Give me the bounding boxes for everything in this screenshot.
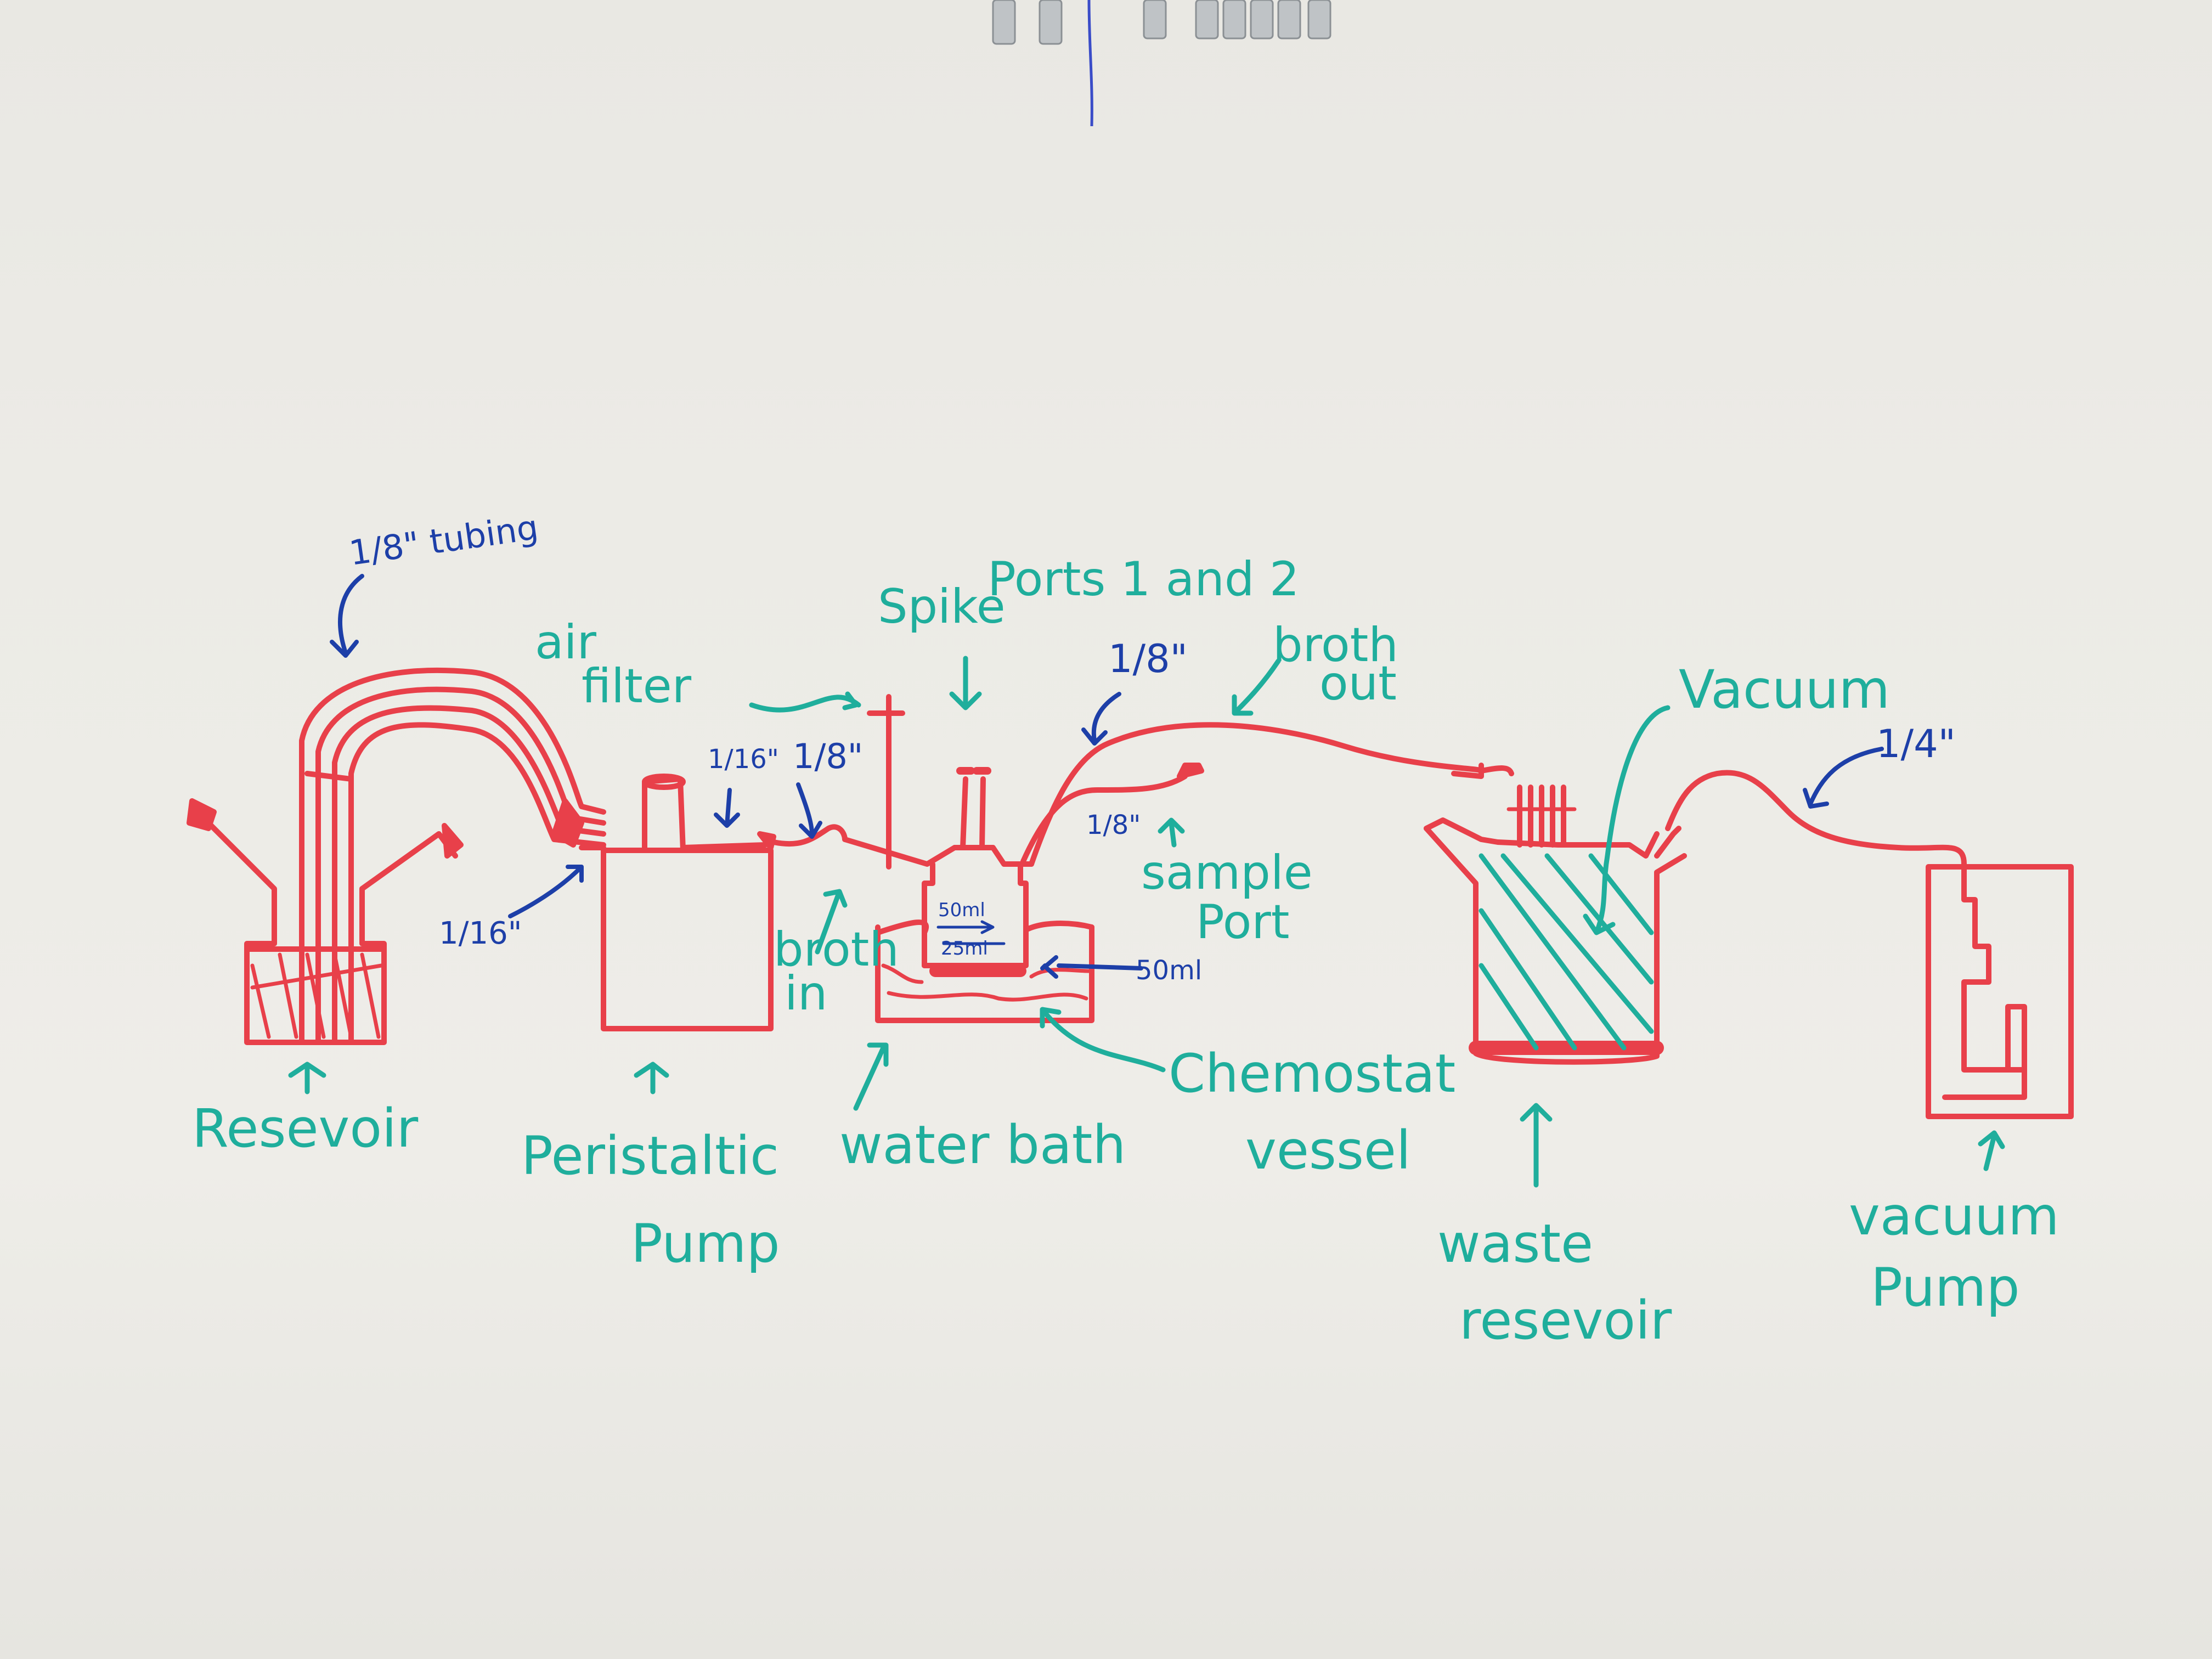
label-vacuum-pump-1: vacuum (1849, 1186, 2059, 1247)
label-reservoir: Resevoir (192, 1098, 419, 1159)
label-arrows (288, 656, 2005, 1188)
label-vessel: vessel (1245, 1120, 1411, 1181)
label-vacuum: Vacuum (1679, 659, 1890, 720)
board-clips (992, 0, 1331, 45)
hanging-cable (1087, 0, 1093, 127)
reservoir-flask (187, 798, 464, 1045)
dim-sample: 1/8" (1086, 810, 1141, 840)
peristaltic-pump (579, 774, 848, 1031)
dim-vessel-volume: 50ml (1136, 955, 1202, 986)
label-chemostat: Chemostat (1169, 1043, 1455, 1104)
dimension-arrows (330, 574, 1884, 979)
waste-reservoir (1424, 785, 1687, 1065)
dim-broth-out: 1/8" (1108, 636, 1188, 681)
apparatus-drawing (187, 667, 2074, 1119)
label-peristaltic: Peristaltic (521, 1125, 779, 1187)
tubing-bundle (299, 667, 606, 1045)
label-vacuum-pump-2: Pump (1871, 1257, 2020, 1318)
dim-vacuum: 1/4" (1876, 721, 1956, 766)
dim-vessel-mark-1: 50ml (938, 899, 985, 921)
label-sample: sample (1141, 845, 1313, 900)
annotation-labels: air filter Spike Ports 1 and 2 broth out… (535, 552, 1890, 1021)
label-spike: Spike (878, 579, 1006, 634)
label-water-bath: water bath (839, 1114, 1126, 1176)
label-waste-resevoir: resevoir (1459, 1290, 1672, 1351)
label-filter: filter (582, 659, 692, 714)
label-broth-out-2: out (1319, 656, 1397, 711)
air-filter (867, 694, 905, 870)
dim-tubing: 1/8" tubing (347, 507, 541, 573)
dim-vessel-mark-2: 25ml (941, 938, 988, 960)
dim-pump-inlet: 1/16" (439, 916, 522, 951)
waste-hatching (1479, 853, 1654, 1051)
label-waste: waste (1437, 1213, 1593, 1274)
vacuum-pump (1926, 864, 2074, 1119)
water-bath (875, 919, 1094, 1023)
label-ports: Ports 1 and 2 (988, 552, 1300, 607)
label-broth-out-1: broth (1273, 618, 1398, 673)
dim-pump-outlet-small: 1/16" (708, 744, 779, 775)
label-broth-in-2: in (785, 966, 827, 1021)
component-labels: Resevoir Peristaltic Pump water bath Che… (192, 1043, 2059, 1351)
label-pump: Pump (631, 1213, 780, 1274)
vacuum-line (1665, 770, 1967, 867)
label-air: air (535, 615, 597, 670)
label-port: Port (1196, 895, 1290, 950)
chemostat-vessel (842, 722, 1514, 977)
dim-pump-outlet: 1/8" (793, 736, 863, 776)
label-broth-in-1: broth (774, 922, 899, 977)
